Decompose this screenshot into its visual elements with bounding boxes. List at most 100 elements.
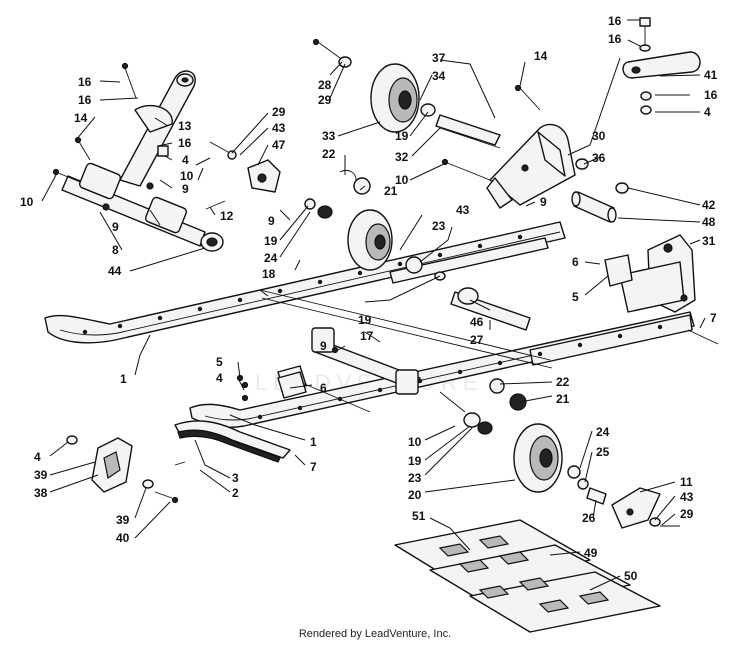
rear-link (622, 17, 701, 115)
callout-9: 9 (320, 339, 327, 353)
callout-9: 9 (182, 182, 189, 196)
rear-idler-wheel (439, 378, 607, 505)
callout-9: 9 (540, 195, 547, 209)
callout-42: 42 (702, 198, 716, 212)
callout-19: 19 (358, 313, 372, 327)
callout-10: 10 (408, 435, 422, 449)
callout-6: 6 (320, 381, 327, 395)
front-arm-shaft (61, 162, 224, 252)
callout-9: 9 (112, 220, 119, 234)
callout-4: 4 (216, 371, 223, 385)
rear-end-bracket (611, 487, 680, 529)
callout-41: 41 (704, 68, 718, 82)
callout-39: 39 (116, 513, 130, 527)
callout-5: 5 (216, 355, 223, 369)
callout-4: 4 (34, 450, 41, 464)
callout-4: 4 (182, 153, 189, 167)
callout-31: 31 (702, 234, 716, 248)
callout-47: 47 (272, 138, 286, 152)
callout-12: 12 (220, 209, 234, 223)
callout-18: 18 (262, 267, 276, 281)
callout-51: 51 (412, 509, 426, 523)
callout-50: 50 (624, 569, 638, 583)
rear-bracket (604, 234, 719, 345)
callout-32: 32 (395, 150, 409, 164)
callout-30: 30 (592, 129, 606, 143)
callout-46: 46 (470, 315, 484, 329)
callout-2: 2 (232, 486, 239, 500)
callout-29: 29 (680, 507, 694, 521)
callout-21: 21 (384, 184, 398, 198)
callout-36: 36 (592, 151, 606, 165)
callout-16: 16 (608, 32, 622, 46)
middle-idler-wheel (304, 169, 393, 271)
callout-34: 34 (432, 69, 446, 83)
callout-5: 5 (572, 290, 579, 304)
callout-24: 24 (264, 251, 278, 265)
callout-23: 23 (432, 219, 446, 233)
front-bolts (52, 136, 226, 210)
upper-slide-rail (44, 221, 566, 344)
callout-26: 26 (582, 511, 596, 525)
callout-43: 43 (272, 121, 286, 135)
callout-28: 28 (318, 78, 332, 92)
callout-21: 21 (556, 392, 570, 406)
callout-23: 23 (408, 471, 422, 485)
shock-bracket (209, 141, 281, 193)
callout-43: 43 (680, 490, 694, 504)
callout-45: 44 (108, 264, 122, 278)
callout-9: 9 (268, 214, 275, 228)
callout-15: 16 (78, 75, 92, 89)
callout-29: 29 (272, 105, 286, 119)
callout-44: 43 (456, 203, 470, 217)
callout-19: 19 (408, 454, 422, 468)
callout-14: 14 (534, 49, 548, 63)
callout-6: 6 (572, 255, 579, 269)
callout-19: 19 (395, 129, 409, 143)
callout-7: 7 (310, 460, 317, 474)
callout-27: 27 (470, 333, 484, 347)
callout-16: 16 (178, 136, 192, 150)
footer-credit: Rendered by LeadVenture, Inc. (298, 628, 452, 640)
callout-10: 10 (180, 169, 194, 183)
callout-38: 38 (34, 486, 48, 500)
callout-16: 16 (704, 88, 718, 102)
callout-48: 48 (702, 215, 716, 229)
callout-15: 16 (608, 14, 622, 28)
callout-39: 39 (34, 468, 48, 482)
callout-19: 19 (264, 234, 278, 248)
callout-49: 49 (584, 546, 598, 560)
front-arm (119, 62, 196, 187)
rear-arm (435, 84, 589, 209)
callout-8: 8 (112, 243, 119, 257)
callout-37: 37 (432, 51, 446, 65)
leader-lines (41, 19, 706, 591)
wear-strips (174, 420, 291, 463)
callout-10: 10 (395, 173, 409, 187)
callout-33: 33 (322, 129, 336, 143)
callout-40: 40 (116, 531, 130, 545)
callout-14: 14 (74, 111, 88, 125)
callout-20: 20 (408, 488, 422, 502)
callout-17: 17 (360, 329, 374, 343)
track-belt (394, 519, 661, 633)
callout-10: 10 (20, 195, 34, 209)
callout-labels: 16 16 14 13 16 4 10 9 12 10 9 8 44 29 43… (20, 14, 718, 583)
lower-slide-rail (189, 311, 695, 428)
callout-22: 22 (556, 375, 570, 389)
rear-cross-shafts (259, 256, 553, 369)
callout-22: 22 (322, 147, 336, 161)
callout-29: 29 (318, 93, 332, 107)
callout-24: 24 (596, 425, 610, 439)
callout-11: 11 (680, 475, 693, 489)
callout-1: 1 (120, 372, 127, 386)
callout-3: 3 (232, 471, 239, 485)
callout-1: 1 (310, 435, 317, 449)
callout-16: 16 (78, 93, 92, 107)
callout-7: 7 (710, 311, 717, 325)
front-end-cap (66, 435, 186, 504)
spacers-rear (571, 182, 629, 223)
callout-25: 25 (596, 445, 610, 459)
upper-idler-wheel (312, 38, 436, 133)
